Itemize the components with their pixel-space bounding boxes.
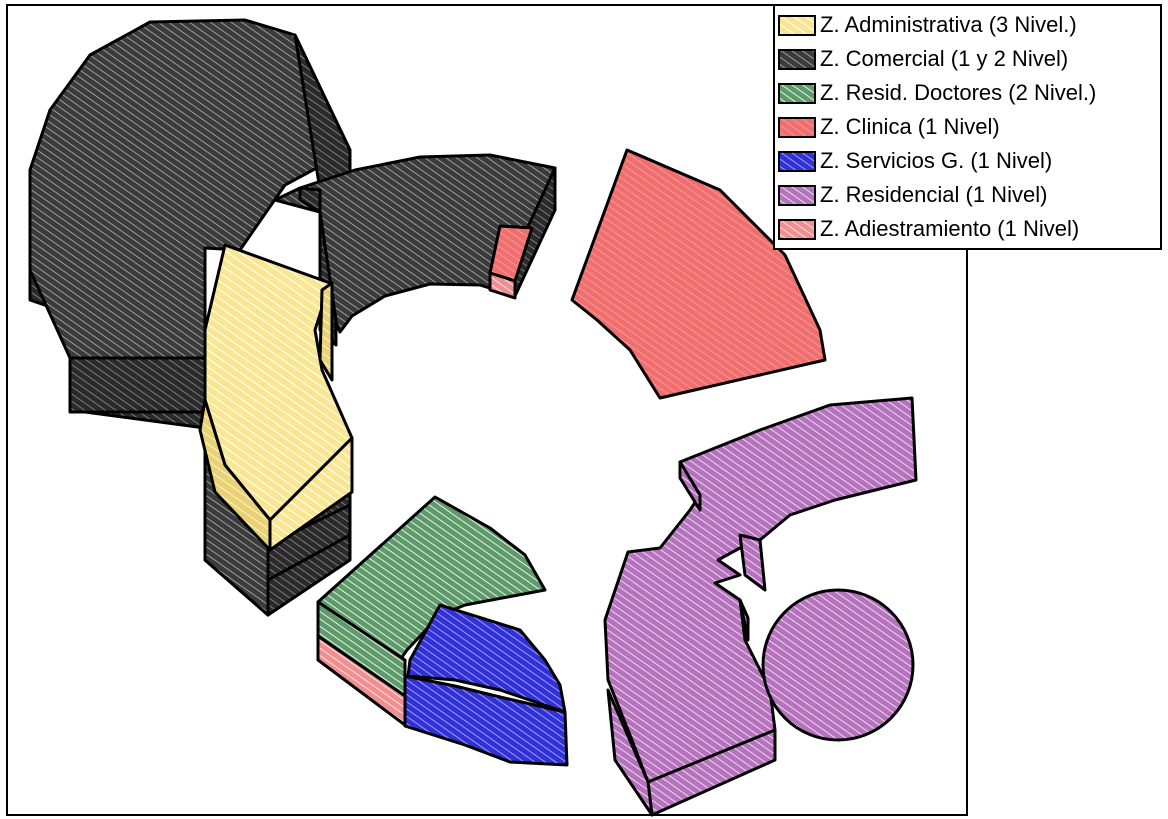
legend-label: Z. Resid. Doctores (2 Nivel.) (820, 80, 1097, 105)
legend-swatch-gray (778, 48, 816, 70)
legend-label: Z. Comercial (1 y 2 Nivel) (820, 46, 1069, 71)
legend-item-adiestramiento: Z. Adiestramiento (1 Nivel) (778, 212, 1160, 246)
legend-label: Z. Servicios G. (1 Nivel) (820, 148, 1053, 173)
zone-clinica (570, 148, 827, 400)
legend-label: Z. Clinica (1 Nivel) (820, 114, 1000, 139)
legend-swatch-green (778, 82, 816, 104)
legend-swatch-yellow (778, 14, 816, 36)
legend-swatch-red (778, 116, 816, 138)
zone-resid-doctores (316, 495, 547, 727)
legend-item-comercial: Z. Comercial (1 y 2 Nivel) (778, 42, 1160, 76)
residencial-circle (761, 588, 915, 742)
zone-administrativa (198, 243, 354, 552)
legend-label: Z. Adiestramiento (1 Nivel) (820, 216, 1080, 241)
legend-item-administrativa: Z. Administrativa (3 Nivel.) (778, 8, 1160, 42)
legend-label: Z. Residencial (1 Nivel) (820, 182, 1048, 207)
legend-item-resid-doctores: Z. Resid. Doctores (2 Nivel.) (778, 76, 1160, 110)
zone-servicios-g (403, 603, 569, 767)
legend-item-clinica: Z. Clinica (1 Nivel) (778, 110, 1160, 144)
legend-item-residencial: Z. Residencial (1 Nivel) (778, 178, 1160, 212)
legend-item-servicios: Z. Servicios G. (1 Nivel) (778, 144, 1160, 178)
legend: Z. Administrativa (3 Nivel.) Z. Comercia… (773, 4, 1162, 250)
legend-swatch-blue (778, 150, 816, 172)
zone-adiestramiento-block (488, 224, 534, 300)
legend-label: Z. Administrativa (3 Nivel.) (820, 12, 1077, 37)
legend-swatch-purple (778, 184, 816, 206)
zone-residencial (603, 396, 918, 817)
legend-swatch-pink (778, 218, 816, 240)
